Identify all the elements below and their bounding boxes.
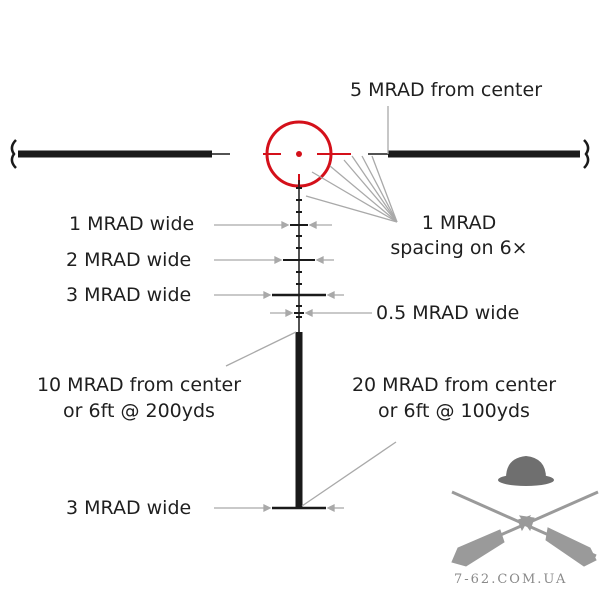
spacing-ticks — [296, 187, 302, 318]
label-three-mrad-wide-top: 3 MRAD wide — [66, 284, 192, 306]
illuminated-center — [263, 120, 351, 188]
label-half-mrad-wide: 0.5 MRAD wide — [376, 302, 520, 324]
label-twenty-mrad-line1: 20 MRAD from center — [351, 374, 557, 396]
label-ten-mrad-line1: 10 MRAD from center — [36, 374, 242, 396]
watermark-text: 7-62.COM.UA — [454, 572, 568, 587]
label-two-mrad-wide: 2 MRAD wide — [66, 249, 192, 271]
label-ten-mrad: 10 MRAD from center or 6ft @ 200yds — [24, 374, 254, 422]
label-twenty-mrad-line2: or 6ft @ 100yds — [378, 400, 530, 422]
leader-lines — [214, 106, 398, 513]
label-spacing-line2: spacing on 6× — [390, 237, 528, 259]
label-five-mrad: 5 MRAD from center — [350, 79, 543, 101]
left-bracket — [10, 139, 17, 169]
logo-crossed-rifles — [451, 456, 599, 567]
label-ten-mrad-line2: or 6ft @ 200yds — [63, 400, 215, 422]
label-spacing-line1: 1 MRAD — [421, 212, 497, 234]
label-one-mrad-wide: 1 MRAD wide — [69, 213, 195, 235]
label-twenty-mrad: 20 MRAD from center or 6ft @ 100yds — [336, 374, 572, 422]
right-bracket — [583, 139, 590, 169]
label-three-mrad-wide-bottom: 3 MRAD wide — [66, 497, 192, 519]
label-spacing: 1 MRAD spacing on 6× — [384, 212, 534, 259]
